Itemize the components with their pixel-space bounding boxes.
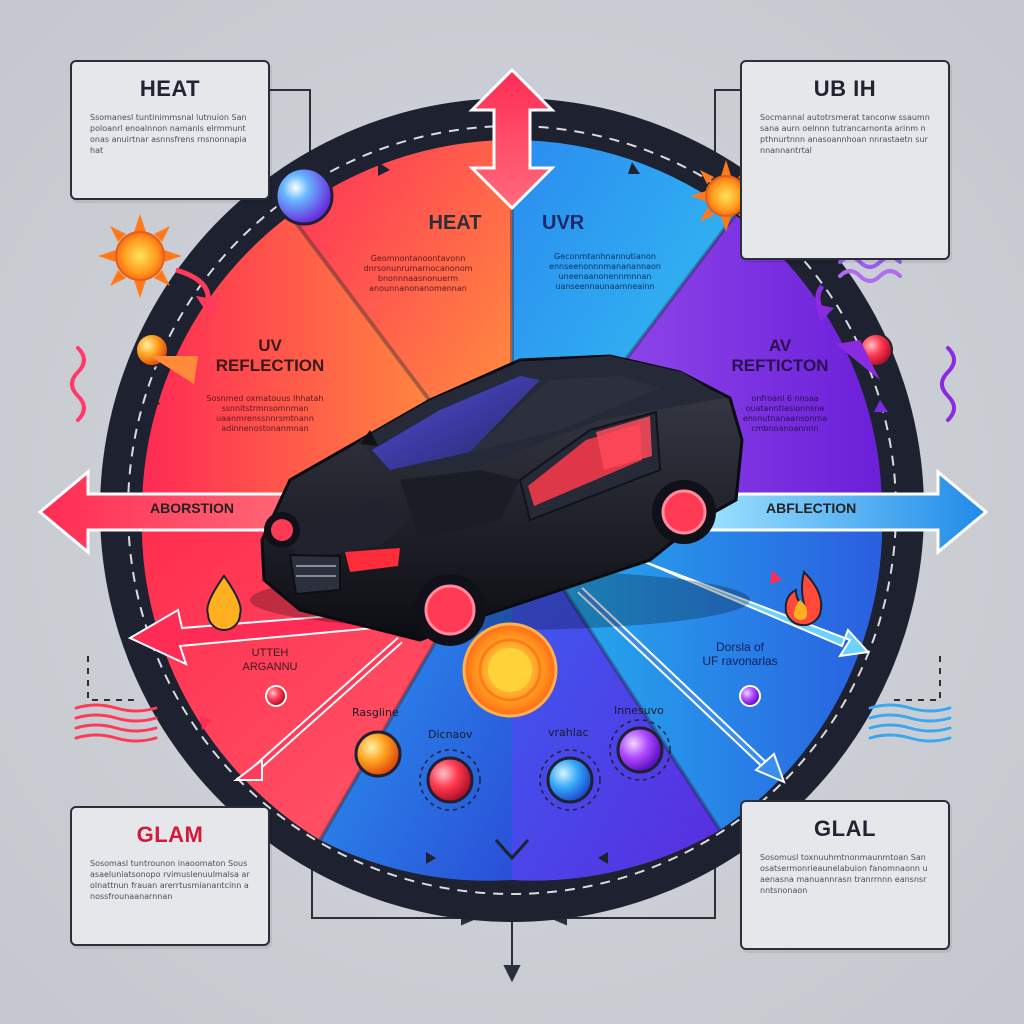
drop-icon <box>206 574 242 631</box>
dot-label-1: Rasgline <box>352 706 399 719</box>
ball-red <box>419 749 481 811</box>
segment-title-dorsla: Dorsla of UF ravonarlas <box>702 640 778 668</box>
sun-icon <box>98 214 182 298</box>
card-title: GLAL <box>814 816 876 841</box>
flame-icon <box>784 570 823 627</box>
card-top-right: UB IH Socmannal autotrsmerat tanconw ssa… <box>740 60 950 260</box>
dot-label-2: Dicnaov <box>428 728 473 741</box>
dot-label-3: vrahlac <box>548 726 589 739</box>
card-bottom-right: GLAL Sosomusl toxnuuhmtnonmaunmtoan Sano… <box>740 800 950 950</box>
arrow-label-abflection: ABFLECTION <box>766 500 857 516</box>
card-top-left: HEAT Ssomanesl tuntinimmsnal lutnuion Sa… <box>70 60 270 200</box>
heat-lines-left <box>74 703 158 743</box>
segment-body-uv-reflection: Sosnmed oxmatouus Ihhatah ssnnitstrmnsom… <box>206 394 324 433</box>
dot-small-right <box>739 685 761 707</box>
arrow-vertical-double <box>468 67 556 211</box>
card-body: Sosomasl tuntrounon inaoomaton Sousasael… <box>90 859 250 901</box>
ball-orange <box>354 730 402 778</box>
ring-markers <box>146 162 888 864</box>
orb-top-left <box>274 166 334 226</box>
ball-blue <box>539 749 601 811</box>
ball-purple <box>609 719 671 781</box>
segment-title-uv-reflection: UV REFLECTION <box>215 336 325 375</box>
card-body: Ssomanesl tuntinimmsnal lutnuion Sanpolo… <box>90 113 247 155</box>
card-body: Sosomusl toxnuuhmtnonmaunmtoan Sanosatse… <box>760 853 928 895</box>
segment-title-heat: HEAT <box>428 212 482 234</box>
wave-icon-left <box>70 346 86 422</box>
arrow-down-center <box>494 839 530 861</box>
card-body: Socmannal autotrsmerat tanconw ssaumnsan… <box>760 113 930 155</box>
arrow-long-bottom-right <box>577 587 786 784</box>
card-bottom-left: GLAM Sosomasl tuntrounon inaoomaton Sous… <box>70 806 270 946</box>
car-icon <box>250 354 750 646</box>
card-title: UB IH <box>813 76 877 101</box>
card-title: GLAM <box>136 822 204 847</box>
segment-dorsla <box>512 510 883 830</box>
card-title: HEAT <box>139 76 201 101</box>
arrow-long-bottom-left <box>233 637 403 781</box>
dot-label-4: Innesuvo <box>614 704 664 717</box>
segment-title-av-refticton: AV REFTICTON <box>731 336 829 375</box>
dot-small-left <box>265 685 287 707</box>
arrow-diag-lower-right <box>639 559 871 658</box>
arrow-abflection <box>698 468 989 556</box>
curved-arrow-left <box>150 267 220 384</box>
segment-body-av-refticton: onfroanl 6 nnsaa ouatanntlasionnsne ensn… <box>742 394 828 433</box>
segment-body-heat: Geomnontanoontavonn dnrsonunrumarnocanon… <box>363 254 473 293</box>
curved-arrow-right <box>815 284 880 380</box>
center-sun-icon <box>462 622 558 718</box>
arrow-diag-lower-left <box>127 608 399 666</box>
heat-lines-right <box>868 703 952 743</box>
segment-body-uvr: Geconmtanhnannutianon ennseenonnnmananan… <box>549 252 661 291</box>
wave-icon-right <box>940 346 956 422</box>
segment-title-utteh: UTTEH ARGANNU <box>242 647 298 673</box>
arrow-label-absorption: ABORSTION <box>150 500 234 516</box>
segment-title-uvr: UVR <box>542 212 585 234</box>
